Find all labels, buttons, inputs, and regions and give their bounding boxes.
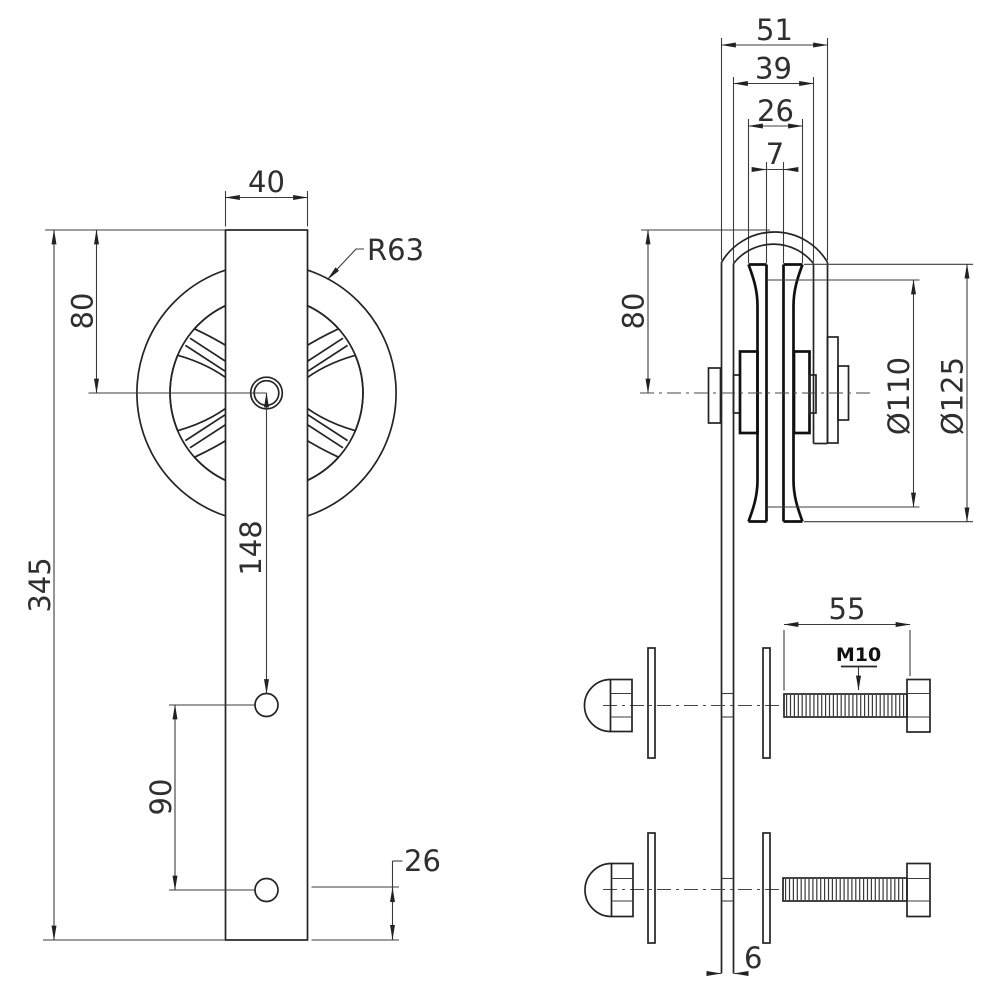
dim-overall-width: 51 (720, 13, 829, 48)
strap-dome-outer-arc (720, 231, 829, 263)
thread-spec-callout: M10 (836, 644, 881, 691)
bolt-assembly-top: 55 M10 (583, 592, 931, 759)
dim-top-to-axle-side-label: 80 (617, 293, 651, 330)
dim-strap-width-label: 40 (248, 165, 285, 199)
dim-outer-diameter-label: Ø125 (936, 357, 970, 435)
dim-top-to-axle-front-label: 80 (66, 293, 100, 330)
bolt-thread-outline (782, 877, 908, 902)
dim-top-to-axle-front: 80 (45, 229, 226, 394)
axle-washer-plate-back (826, 336, 839, 444)
washer-front (647, 647, 656, 759)
dim-bolt-length-label: 55 (829, 592, 866, 626)
front-view: 40 R63 80 345 148 90 (23, 165, 441, 941)
side-view: 51 39 26 7 80 (583, 13, 973, 976)
acorn-nut-dome (583, 678, 611, 733)
dim-groove-diameter-label: Ø110 (882, 357, 916, 435)
dim-bottom-offset: 26 (311, 844, 441, 941)
washer-back (762, 832, 771, 944)
dim-groove-diameter: Ø110 (766, 279, 920, 508)
dim-axle-to-middle-hole-label: 148 (234, 520, 268, 575)
dim-top-to-axle-side: 80 (617, 229, 770, 394)
dim-bolt-length: 55 (783, 592, 911, 691)
dim-outer-diameter: Ø125 (804, 263, 973, 523)
dim-hole-spacing-label: 90 (144, 779, 178, 816)
hex-bolt-head (906, 678, 931, 733)
dim-strap-thickness-label: 6 (744, 941, 762, 975)
dim-inner-width: 39 (732, 52, 815, 86)
hex-bolt-head (906, 862, 931, 918)
strap-loop-side (720, 231, 829, 974)
thread-spec-label: M10 (836, 644, 881, 666)
dim-web-thickness-label: 7 (766, 137, 784, 171)
mounting-hole-bottom (254, 877, 279, 903)
dim-strap-width: 40 (224, 165, 309, 227)
dim-total-height: 345 (23, 229, 226, 941)
acorn-nut-body (610, 862, 634, 918)
acorn-nut-body (609, 678, 633, 733)
dim-wheel-radius-label: R63 (367, 233, 424, 267)
axle-nut-front (707, 367, 722, 424)
dim-axle-to-middle-hole: 148 (234, 392, 269, 695)
dim-total-height-label: 345 (23, 557, 57, 612)
dim-rim-width: 26 (747, 94, 804, 129)
dim-rim-width-label: 26 (757, 94, 794, 128)
dim-bottom-offset-label: 26 (404, 844, 441, 878)
axle-assembly-side (640, 336, 870, 444)
washer-back (762, 647, 771, 759)
strap-dome-inner-arc (732, 243, 815, 265)
bolt-thread-outline (783, 693, 908, 718)
bolt-assembly-bottom (584, 832, 931, 944)
dim-overall-width-label: 51 (756, 13, 793, 47)
dim-web-thickness: 7 (751, 137, 799, 172)
acorn-nut-dome (584, 862, 612, 918)
hub-bushing-front (738, 350, 759, 435)
dim-inner-width-label: 39 (755, 52, 792, 86)
mounting-hole-middle (254, 692, 279, 718)
dim-wheel-radius: R63 (327, 233, 424, 280)
dim-hole-spacing: 90 (144, 704, 255, 891)
dim-strap-thickness: 6 (706, 941, 762, 976)
axle-spacer-back (808, 374, 817, 414)
hub-bushing-back (792, 350, 811, 435)
radius-leader-line (327, 248, 364, 280)
washer-front (647, 832, 656, 944)
